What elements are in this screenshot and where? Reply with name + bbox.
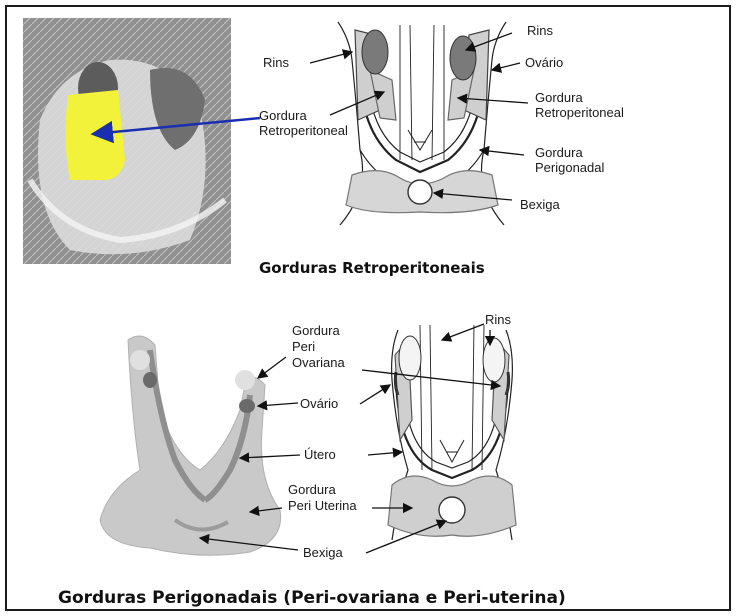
- label-gordura-retroperitoneal-right: Gordura Retroperitoneal: [535, 90, 624, 120]
- label-bexiga-top: Bexiga: [520, 197, 560, 212]
- caption-perigonadais: Gorduras Perigonadais (Peri-ovariana e P…: [58, 588, 566, 608]
- label-gordura-peri-uterina: Gordura Peri Uterina: [288, 482, 357, 514]
- label-ovario-top: Ovário: [525, 55, 563, 70]
- kidney-bottom-left: [399, 336, 421, 380]
- label-ovario-bottom: Ovário: [300, 396, 338, 411]
- caption-retroperitoneais: Gorduras Retroperitoneais: [259, 259, 485, 277]
- label-gordura-peri-ovariana: Gordura Peri Ovariana: [292, 323, 345, 371]
- kidney-right: [450, 36, 476, 80]
- label-bexiga-bottom: Bexiga: [303, 545, 343, 560]
- retroperitoneal-photo: [23, 18, 231, 264]
- kidney-left: [362, 30, 388, 74]
- label-rins-right: Rins: [527, 23, 553, 38]
- kidney-bottom-right: [483, 338, 505, 382]
- label-utero: Útero: [304, 447, 336, 462]
- label-gordura-perigonadal: Gordura Perigonadal: [535, 145, 604, 175]
- label-rins-bottom: Rins: [485, 312, 511, 327]
- highlighted-fat-region: [65, 90, 125, 180]
- label-rins-left: Rins: [263, 55, 289, 70]
- label-gordura-retroperitoneal-photo: Gordura Retroperitoneal: [259, 108, 348, 138]
